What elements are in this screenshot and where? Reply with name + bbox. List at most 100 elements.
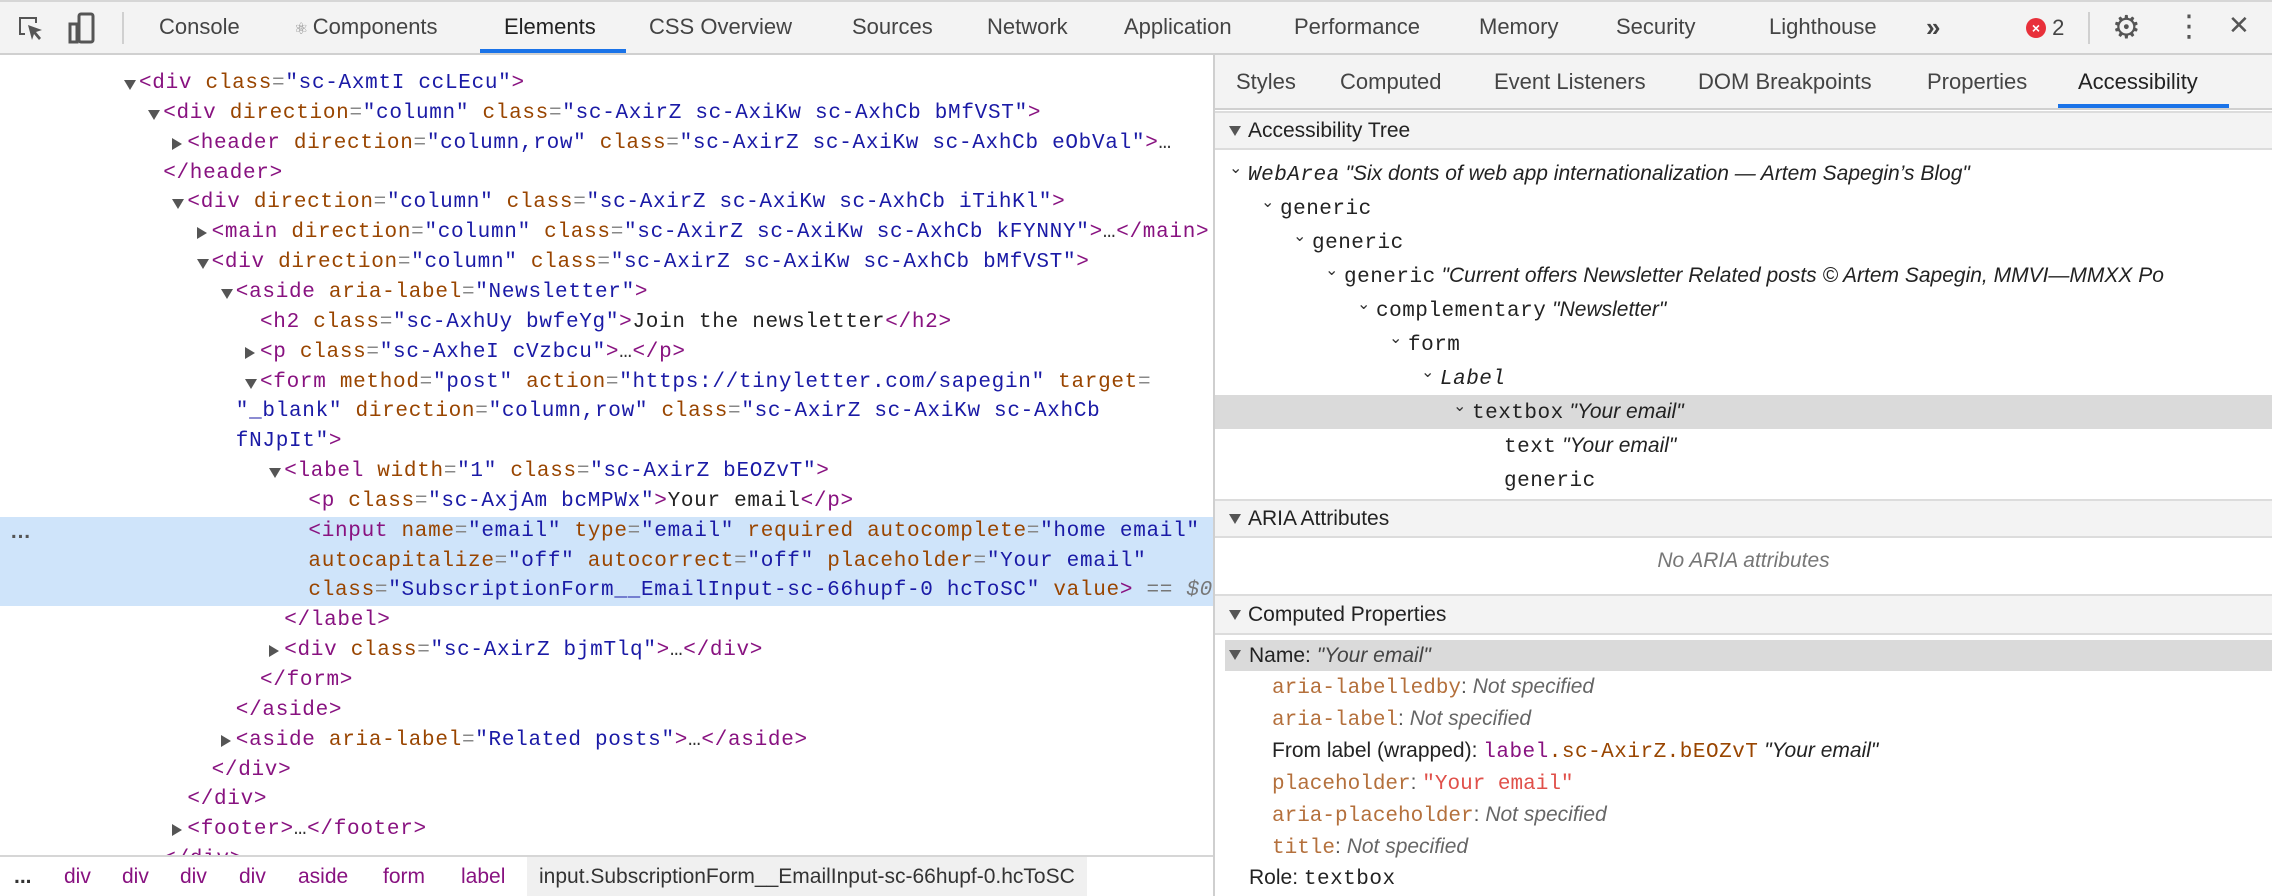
expanded-triangle-icon[interactable]: [124, 80, 136, 90]
ax-tree-node[interactable]: ⌄WebArea "Six donts of web app internati…: [1215, 157, 2272, 191]
dom-node-line[interactable]: "_blank" direction="column,row" class="s…: [0, 397, 1213, 427]
dom-node-line[interactable]: <div direction="column" class="sc-AxirZ …: [0, 248, 1213, 278]
panel-splitter[interactable]: [1213, 55, 1215, 896]
ax-tree-node[interactable]: text "Your email": [1215, 429, 2272, 463]
dom-node-line[interactable]: fNJpIt">: [0, 427, 1213, 457]
dom-node-line[interactable]: …<input name="email" type="email" requir…: [0, 516, 1213, 547]
tab-accessibility[interactable]: Accessibility: [2078, 69, 2198, 94]
ax-tree-node[interactable]: ⌄generic: [1215, 191, 2272, 225]
expand-chevron-icon[interactable]: ⌄: [1293, 226, 1307, 245]
collapsed-triangle-icon[interactable]: [220, 734, 231, 747]
ax-tree-node[interactable]: ⌄textbox "Your email": [1215, 395, 2272, 429]
errors-button[interactable]: × 2: [2026, 15, 2064, 41]
breadcrumb-ellipsis[interactable]: ...: [14, 865, 32, 888]
expanded-triangle-icon[interactable]: [148, 109, 161, 120]
close-devtools-icon[interactable]: ✕: [2228, 11, 2250, 41]
dom-node-line[interactable]: <footer>…</footer>: [0, 815, 1213, 845]
breadcrumb-item-div[interactable]: div: [64, 865, 91, 888]
ax-tree-node[interactable]: ⌄generic: [1215, 225, 2272, 259]
dom-node-line[interactable]: <p class="sc-AxheI cVzbcu">…</p>: [0, 338, 1213, 368]
dom-node-line[interactable]: <aside aria-label="Related posts">…</asi…: [0, 726, 1213, 756]
dom-node-line[interactable]: <aside aria-label="Newsletter">: [0, 278, 1213, 308]
tab-security[interactable]: Security: [1616, 14, 1696, 39]
collapsed-triangle-icon[interactable]: [245, 346, 255, 359]
tab-network[interactable]: Network: [987, 14, 1068, 39]
aria-attributes-header[interactable]: ARIA Attributes: [1215, 499, 2272, 538]
computed-name-row[interactable]: Name: "Your email": [1225, 640, 2272, 671]
dom-node-line[interactable]: <form method="post" action="https://tiny…: [0, 368, 1213, 398]
dom-node-line[interactable]: </label>: [0, 606, 1213, 636]
expand-chevron-icon[interactable]: ⌄: [1229, 158, 1243, 177]
expanded-triangle-icon[interactable]: [172, 199, 185, 210]
tab-sources[interactable]: Sources: [852, 14, 933, 39]
tab-computed[interactable]: Computed: [1340, 69, 1442, 94]
expanded-triangle-icon[interactable]: [196, 259, 209, 270]
tab-application[interactable]: Application: [1124, 14, 1232, 39]
ax-tree-node[interactable]: generic: [1215, 463, 2272, 497]
tab-components[interactable]: ⚛ Components: [294, 2, 438, 55]
expand-chevron-icon[interactable]: ⌄: [1325, 260, 1339, 279]
expand-chevron-icon[interactable]: ⌄: [1357, 294, 1371, 313]
ax-name: "Newsletter": [1546, 298, 1667, 321]
breadcrumb-item-div[interactable]: div: [122, 865, 149, 888]
dom-node-line[interactable]: </header>: [0, 159, 1213, 189]
breadcrumb-item-div[interactable]: div: [180, 865, 207, 888]
tab-performance[interactable]: Performance: [1294, 14, 1420, 39]
expand-chevron-icon[interactable]: ⌄: [1389, 328, 1403, 347]
breadcrumb-item-label[interactable]: label: [461, 865, 506, 888]
dom-node-line[interactable]: <main direction="column" class="sc-AxirZ…: [0, 218, 1213, 248]
tab-dom-breakpoints[interactable]: DOM Breakpoints: [1698, 69, 1872, 94]
collapsed-triangle-icon[interactable]: [172, 137, 183, 150]
more-options-kebab-icon[interactable]: ⋮: [2174, 9, 2204, 44]
dom-node-line[interactable]: </aside>: [0, 696, 1213, 726]
accessibility-tree-header[interactable]: Accessibility Tree: [1215, 111, 2272, 150]
collapsed-triangle-icon[interactable]: [196, 227, 207, 240]
more-tabs-button[interactable]: »: [1926, 12, 1941, 42]
dom-node-line[interactable]: <div class="sc-AxirZ bjmTlq">…</div>: [0, 636, 1213, 666]
breadcrumb-item-aside[interactable]: aside: [298, 865, 349, 888]
collapsed-triangle-icon[interactable]: [269, 645, 280, 658]
dom-node-line[interactable]: class="SubscriptionForm__EmailInput-sc-6…: [0, 576, 1213, 607]
tab-console[interactable]: Console: [159, 14, 240, 39]
breadcrumb-item-form[interactable]: form: [383, 865, 425, 888]
computed-properties-header[interactable]: Computed Properties: [1215, 594, 2272, 635]
dom-node-line[interactable]: <h2 class="sc-AxhUy bwfeYg">Join the new…: [0, 308, 1213, 338]
expand-chevron-icon[interactable]: ⌄: [1453, 396, 1467, 415]
tab-properties[interactable]: Properties: [1927, 69, 2028, 94]
inspect-element-icon[interactable]: [16, 14, 46, 49]
ax-tree-node[interactable]: ⌄generic "Current offers Newsletter Rela…: [1215, 259, 2272, 293]
tag: </aside>: [235, 698, 343, 722]
expand-chevron-icon[interactable]: ⌄: [1421, 362, 1435, 381]
settings-gear-icon[interactable]: ⚙: [2112, 8, 2141, 46]
breadcrumb-item-div[interactable]: div: [239, 865, 266, 888]
tab-styles[interactable]: Styles: [1236, 69, 1296, 94]
expanded-triangle-icon[interactable]: [245, 378, 257, 389]
dom-node-line[interactable]: </div>: [0, 756, 1213, 786]
collapsed-triangle-icon[interactable]: [172, 824, 183, 837]
dom-node-line[interactable]: autocapitalize="off" autocorrect="off" p…: [0, 546, 1213, 577]
ax-tree-node[interactable]: ⌄form: [1215, 327, 2272, 361]
elements-dom-tree[interactable]: <div class="sc-AxmtI ccLEcu"><div direct…: [0, 55, 1213, 855]
device-toolbar-icon[interactable]: [68, 12, 98, 51]
ax-tree-node[interactable]: ⌄Label: [1215, 361, 2272, 395]
dom-node-line[interactable]: <label width="1" class="sc-AxirZ bEOZvT"…: [0, 457, 1213, 487]
dom-node-line[interactable]: <header direction="column,row" class="sc…: [0, 129, 1213, 159]
tab-lighthouse[interactable]: Lighthouse: [1769, 14, 1877, 39]
expanded-triangle-icon[interactable]: [220, 288, 233, 299]
dom-node-line[interactable]: </div>: [0, 785, 1213, 815]
node-actions-ellipsis[interactable]: …: [10, 519, 32, 543]
tab-css-overview[interactable]: CSS Overview: [649, 14, 793, 39]
ax-tree-node[interactable]: ⌄complementary "Newsletter": [1215, 293, 2272, 327]
dom-node-line[interactable]: </div>: [0, 845, 1213, 855]
dom-node-line[interactable]: <div direction="column" class="sc-AxirZ …: [0, 188, 1213, 218]
expand-chevron-icon[interactable]: ⌄: [1261, 192, 1275, 211]
tab-event-listeners[interactable]: Event Listeners: [1494, 69, 1646, 94]
dom-node-line[interactable]: </form>: [0, 666, 1213, 696]
tab-memory[interactable]: Memory: [1479, 14, 1559, 39]
tab-elements[interactable]: Elements: [504, 14, 596, 39]
dom-node-line[interactable]: <div class="sc-AxmtI ccLEcu">: [0, 69, 1213, 99]
dom-node-line[interactable]: <p class="sc-AxjAm bcMPWx">Your email</p…: [0, 487, 1213, 517]
expanded-triangle-icon[interactable]: [269, 468, 282, 479]
breadcrumb-item-selected-input[interactable]: input.SubscriptionForm__EmailInput-sc-66…: [527, 857, 1087, 896]
dom-node-line[interactable]: <div direction="column" class="sc-AxirZ …: [0, 99, 1213, 129]
